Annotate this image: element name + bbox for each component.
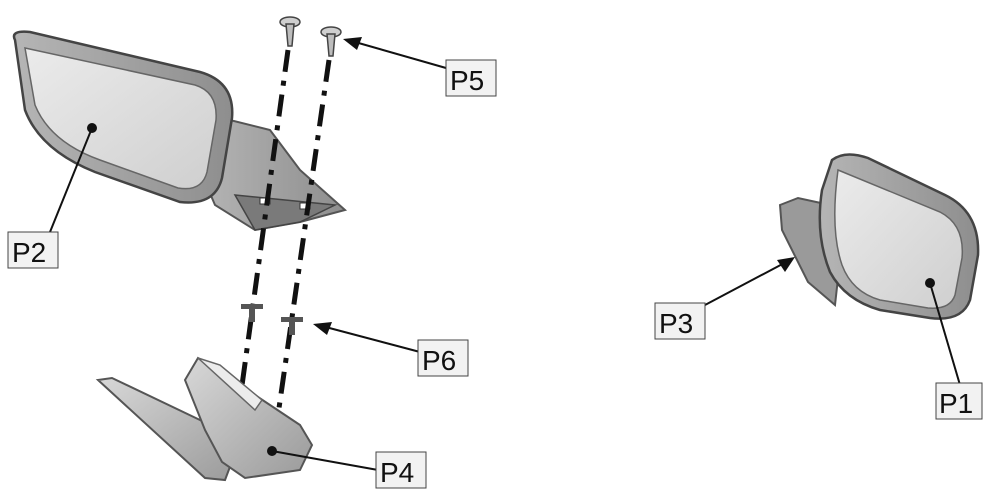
callout-p5: P5 — [445, 59, 497, 97]
leader-p2-dot — [87, 123, 97, 133]
right-mirror-assembly — [778, 153, 980, 320]
callout-p2: P2 — [7, 231, 59, 269]
screw-left — [279, 16, 301, 47]
leader-lines — [49, 37, 961, 471]
leader-p3 — [704, 259, 791, 306]
screws-p5 — [279, 16, 342, 57]
assembly-line-left — [237, 49, 291, 401]
leader-p6 — [317, 324, 421, 353]
callout-p4: P4 — [375, 451, 427, 489]
leader-p5-arrow — [343, 37, 362, 50]
callout-p6-text: P6 — [422, 345, 456, 376]
nuts-p6 — [241, 304, 303, 335]
nut-left — [241, 304, 263, 322]
callout-p2-text: P2 — [12, 237, 46, 268]
callout-p3-text: P3 — [659, 308, 693, 339]
leader-p1 — [929, 282, 961, 386]
callout-p3: P3 — [654, 302, 706, 340]
callout-p4-text: P4 — [380, 457, 414, 488]
callout-p5-text: P5 — [450, 65, 484, 96]
leader-p2 — [49, 127, 93, 233]
callout-p1-text: P1 — [939, 388, 973, 419]
nut-right — [281, 317, 303, 335]
leader-p4-dot — [267, 446, 277, 456]
assembly-line-right — [275, 59, 332, 416]
mirror-base-p4 — [95, 356, 314, 482]
leader-p1-dot — [925, 278, 935, 288]
leader-p4 — [271, 450, 379, 471]
callout-p6: P6 — [417, 339, 469, 377]
base-top — [197, 357, 264, 412]
callout-p1: P1 — [935, 382, 983, 420]
leader-p5 — [347, 39, 447, 69]
right-mirror-glass-p1 — [834, 168, 964, 309]
leader-p3-arrow — [777, 257, 795, 272]
left-mirror-glass-p2 — [24, 47, 217, 190]
leader-p6-arrow — [313, 322, 332, 335]
screw-right — [320, 26, 342, 57]
